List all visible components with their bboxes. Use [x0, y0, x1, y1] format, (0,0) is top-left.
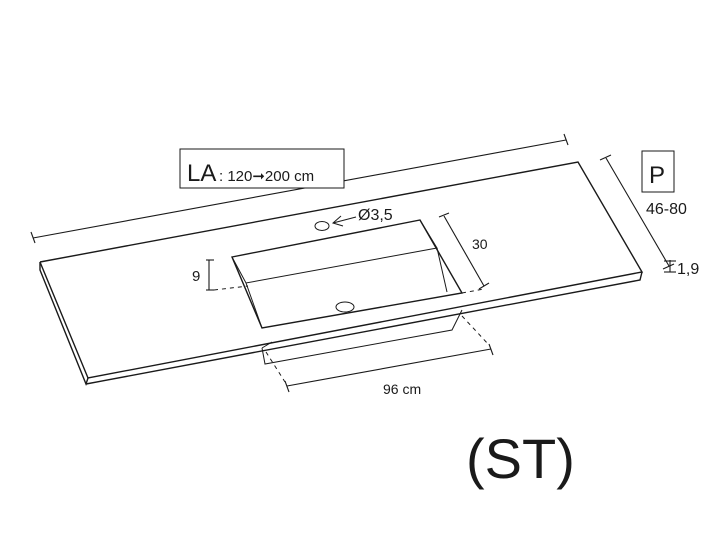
- basin-length-line: [286, 348, 492, 387]
- slab-top-face: [39, 161, 644, 379]
- basin-length-extension-right: [461, 315, 490, 346]
- slab-front-edge: [85, 271, 643, 385]
- basin-width-line: [443, 215, 485, 287]
- depth-tick-top: [599, 154, 612, 161]
- depth-range-label: 46-80: [646, 201, 687, 218]
- width-label-range: : 120➞200 cm: [219, 168, 314, 185]
- hole-diameter-callout: Ø3,5: [331, 207, 393, 227]
- basin-depth-dimension: 9: [192, 259, 249, 291]
- basin-left-wall: [245, 282, 263, 329]
- basin-width-extension: [461, 288, 485, 294]
- basin-underside: [261, 309, 463, 365]
- thickness-label: 1,9: [677, 261, 699, 278]
- countertop-slab: [39, 161, 644, 387]
- basin-length-tick-right: [488, 343, 494, 356]
- drain-hole-icon: [335, 301, 355, 313]
- width-label-box: [179, 148, 345, 189]
- basin-underside-left: [261, 341, 273, 349]
- basin-side-wall: [436, 247, 448, 293]
- width-dimension-line: [32, 139, 567, 239]
- basin-width-label: 30: [472, 236, 488, 252]
- basin-length-tick-left: [284, 380, 290, 393]
- width-tick-right: [563, 133, 569, 146]
- depth-dimension-line: [605, 157, 670, 267]
- thickness-dimension: 1,9: [664, 260, 699, 278]
- basin-length-extension-left: [265, 351, 286, 383]
- basin-back-wall: [231, 219, 438, 284]
- width-label-prefix: LA: [187, 160, 216, 187]
- depth-label-letter: P: [649, 162, 665, 189]
- basin-width-tick-bottom: [478, 282, 490, 290]
- basin-width-tick-top: [438, 212, 450, 218]
- depth-tick-bottom: [662, 263, 675, 270]
- slab-left-edge: [39, 262, 89, 387]
- model-code-label: (ST): [466, 427, 575, 490]
- width-tick-left: [30, 231, 36, 244]
- basin: [231, 219, 464, 365]
- depth-dimension: P 46-80: [599, 150, 687, 270]
- hole-diameter-label: Ø3,5: [358, 207, 393, 224]
- hole-arrow-head: [331, 215, 344, 227]
- hole-arrow-line: [332, 216, 357, 224]
- depth-label-box: [641, 150, 675, 193]
- basin-depth-extension: [213, 285, 249, 291]
- basin-width-dimension: 30: [438, 212, 490, 294]
- basin-depth-label: 9: [192, 268, 200, 285]
- tap-hole-icon: [314, 221, 330, 231]
- basin-length-label: 96 cm: [383, 381, 421, 397]
- width-dimension: LA : 120➞200 cm: [30, 133, 569, 244]
- basin-length-dimension: 96 cm: [265, 315, 494, 397]
